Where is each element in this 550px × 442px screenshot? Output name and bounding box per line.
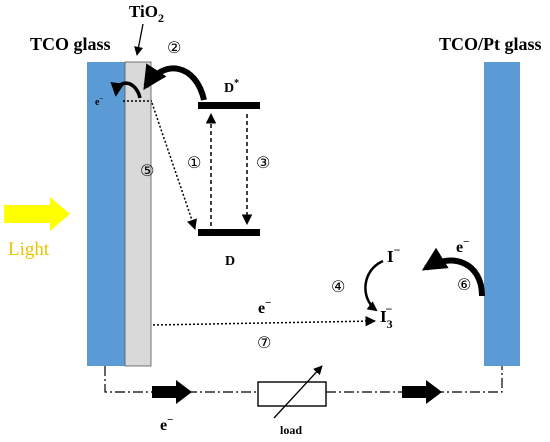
electron-circuit-label: e− <box>160 414 173 434</box>
external-circuit-left <box>104 366 258 393</box>
injected-electron-label: e− <box>95 95 103 108</box>
injection-arrow <box>143 63 207 101</box>
tco-electron-transfer-arrow <box>110 81 142 99</box>
circuit-flow-arrow-left <box>152 380 192 404</box>
dye-excited-label: D* <box>224 78 239 96</box>
tio2-layer <box>124 61 152 367</box>
light-label: Light <box>8 239 50 260</box>
electron-transport-arrow <box>152 315 377 327</box>
tco-glass-label: TCO glass <box>30 34 111 54</box>
step-5-label: ⑤ <box>140 161 154 180</box>
tco-pt-glass-label: TCO/Pt glass <box>439 34 542 54</box>
regeneration-arrow <box>364 259 384 312</box>
light-arrow <box>4 197 70 231</box>
step-7-label: ⑦ <box>257 333 271 352</box>
triiodide-label: I3− <box>380 302 393 331</box>
iodide-label: I− <box>387 243 401 266</box>
load-label: load <box>280 423 302 437</box>
electron-counter-label: e− <box>456 236 469 256</box>
load-variable-arrow <box>273 365 323 419</box>
step-1-label: ① <box>187 153 201 172</box>
step-6-label: ⑥ <box>457 275 471 294</box>
electron-recomb-label: e− <box>258 297 271 317</box>
step-3-label: ③ <box>256 153 270 172</box>
dye-ground-label: D <box>225 254 235 269</box>
counter-reduction-arrow <box>421 247 485 297</box>
tco-pt-glass-electrode <box>484 62 520 366</box>
dye-excited-level <box>198 102 260 109</box>
external-circuit-right <box>326 366 503 393</box>
tco-glass-electrode <box>87 62 125 366</box>
step-4-label: ④ <box>331 277 345 296</box>
step-2-label: ② <box>167 38 181 57</box>
tio2-label: TiO2 <box>129 2 164 25</box>
load-resistor <box>257 381 327 407</box>
tio2-pointer-arrow <box>134 23 144 56</box>
dye-ground-level <box>198 229 260 236</box>
circuit-flow-arrow-right <box>402 380 442 404</box>
